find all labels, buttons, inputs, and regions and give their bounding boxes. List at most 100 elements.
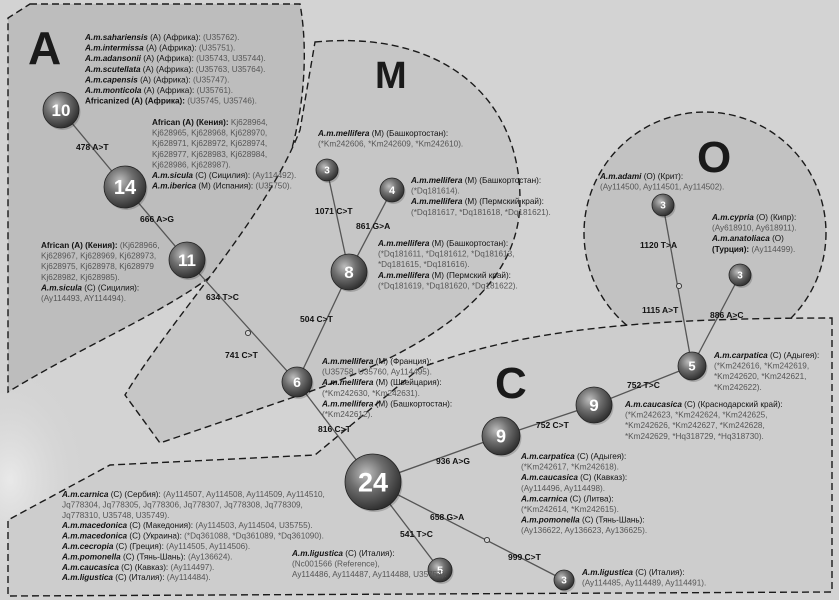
accession-list: (U35751). [199, 44, 235, 53]
locality-text: (C) (Кавказ): [121, 563, 170, 572]
locality-text: (O) (Кипр): [756, 213, 796, 222]
region-label-A: A [28, 22, 61, 74]
accession-list: (Ay136624). [188, 552, 232, 561]
mutation-label: 816 C>T [318, 424, 352, 434]
edge-nC5-nO3b [691, 274, 741, 367]
note-block-O_a: A.m.adami (O) (Крит):(Ay114500, Ay114501… [599, 172, 724, 192]
haplotype-node-nC9a: 9 [481, 416, 522, 457]
mutation-label: 1071 C>T [315, 206, 353, 216]
taxon-name: A.m.sicula [151, 171, 195, 180]
mutation-label: 1120 T>A [640, 240, 677, 250]
haplotype-node-nO3b: 3 [728, 263, 753, 288]
node-count: 6 [293, 374, 301, 390]
locality-text: (Турция): [712, 245, 751, 254]
accession-list: *Km242622). [714, 383, 762, 392]
node-circle [481, 416, 521, 456]
accession-list: (U35745, U35746). [187, 97, 257, 106]
node-circle [103, 165, 147, 209]
accession-list: (Ay114485, Ay114489, Ay114491). [582, 579, 706, 588]
node-count: 3 [737, 271, 743, 282]
node-circle [553, 569, 575, 591]
note-block-M_8: A.m.mellifera (M) (Башкортостан):(*Dq181… [377, 239, 518, 290]
accession-list: *Km242620, *Km242621, [714, 372, 806, 381]
accession-list: (Ay114484). [167, 573, 211, 582]
node-count: 24 [358, 468, 388, 498]
haplotype-node-n10: 10 [42, 91, 81, 130]
node-circle [344, 453, 402, 511]
accession-list: (U35743, U35744). [196, 54, 266, 63]
taxon-name: A.m.cypria [711, 213, 756, 222]
taxon-name: A.m.ligustica [581, 568, 635, 577]
locality-text: (M) (Башкортостан): [432, 239, 508, 248]
node-circle [42, 91, 80, 129]
locality-text: (C) (Адыгея): [577, 452, 626, 461]
haplotype-node-nM8: 8 [330, 253, 369, 292]
mutation-label: 861 G>A [356, 221, 390, 231]
locality-text: (M) (Башкортостан): [465, 176, 541, 185]
node-circle [651, 193, 675, 217]
accession-list: (U35763, U35764). [196, 65, 266, 74]
accession-list: *Km242629, *Hq318729, *Hq318730). [625, 432, 764, 441]
node-circle [728, 263, 752, 287]
locality-text: (M) (Пермский край): [432, 271, 511, 280]
haplotype-node-nL3: 3 [553, 569, 576, 592]
taxon-name: A.m.pomonella [61, 552, 123, 561]
locality-text: (O) (Крит): [644, 172, 683, 181]
locality-text: (C) (Тянь-Шань): [123, 552, 188, 561]
node-circle [315, 158, 339, 182]
accession-list: Kj628975, Kj628978, Kj628979 [41, 262, 154, 271]
locality-text: (C) (Сицилия): [195, 171, 252, 180]
taxon-name: A.m.scutellata [84, 65, 143, 74]
locality-text: (M) (Швейцария): [376, 378, 442, 387]
edge-nM8-n6 [296, 271, 350, 383]
taxon-name: A.m.caucasica [520, 473, 580, 482]
taxon-name: A.m.mellifera [321, 357, 376, 366]
mutation-label: 886 A>C [710, 310, 743, 320]
accession-list: (Ay114505, Ay114506). [166, 542, 250, 551]
node-count: 10 [52, 101, 71, 120]
locality-text: (C) (Греция): [116, 542, 166, 551]
node-count: 4 [389, 185, 396, 197]
accession-list: Kj628971, Kj628972, Kj628974, [152, 139, 267, 148]
accession-list: (Ay618910, Ay618911). [712, 224, 797, 233]
taxon-name: A.m.sahariensis [84, 33, 150, 42]
taxon-name: A.m.iberica [151, 182, 198, 191]
accession-list: (*Km242612). [322, 410, 373, 419]
taxon-name: A.m.mellifera [410, 197, 465, 206]
taxon-name: A.m.adansonii [84, 54, 143, 63]
accession-list: (U35750). [255, 182, 291, 191]
accession-list: (*Km242630, *Km242631). [322, 389, 420, 398]
accession-list: Kj628964, [231, 118, 268, 127]
accession-list: (Ay136622, Ay136623, Ay136625). [521, 526, 647, 535]
taxon-name: A.m.caucasica [61, 563, 121, 572]
note-block-A_low: African (A) (Кения): (Kj628966,Kj628967,… [40, 241, 160, 303]
taxon-name: A.m.caucasica [624, 400, 684, 409]
node-count: 5 [437, 565, 443, 577]
locality-text: (M) (Башкортостан): [376, 399, 452, 408]
accession-list: Jq778304, Jq778305, Jq778306, Jq778307, … [62, 500, 303, 509]
mutation-label: 752 T>C [627, 380, 660, 390]
note-block-M_6: A.m.mellifera (M) (Франция): (U35758, U35… [321, 357, 452, 419]
taxon-name: A.m.mellifera [377, 271, 432, 280]
accession-list: (Ay114497). [170, 563, 214, 572]
node-count: 5 [688, 359, 695, 374]
mutation-label: 666 A>G [140, 214, 174, 224]
locality-text: (C) (Кавказ): [580, 473, 627, 482]
node-circle [427, 557, 453, 583]
taxon-name: A.m.carpatica [520, 452, 577, 461]
haplotype-node-nM3: 3 [315, 158, 340, 183]
median-vector-node [483, 536, 491, 544]
mutation-label: 752 C>T [536, 420, 570, 430]
haplotype-node-nC9b: 9 [575, 386, 614, 425]
locality-text: (M) (Франция): [376, 357, 432, 366]
mutation-label: 741 C>T [225, 350, 259, 360]
accession-list: (U35758, U35760, Ay114495). [322, 368, 432, 377]
locality-text: Africanized (A) (Африка): [85, 97, 187, 106]
mutation-label: 541 T>C [400, 529, 433, 539]
mutation-label: 999 C>T [508, 552, 542, 562]
accession-list: (*Km242623, *Km242624, *Km242625, [625, 411, 767, 420]
accession-list: (*Km242606, *Km242609, *Km242610). [318, 140, 463, 149]
locality-text: (A) (Африка): [143, 54, 196, 63]
